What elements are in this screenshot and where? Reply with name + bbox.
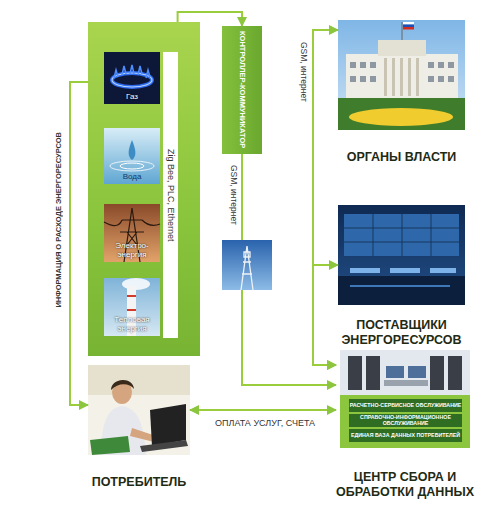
service-bar: ЕДИНАЯ БАЗА ДАННЫХ ПОТРЕБИТЕЛЕЙ <box>349 429 462 442</box>
flag-red <box>403 27 414 30</box>
room <box>338 205 465 305</box>
flag-pole <box>402 22 403 40</box>
sky <box>338 20 465 130</box>
flag-white <box>403 22 414 25</box>
photo-box: ЦЕНТР СБОРА И ОБРАБОТКИ ДАННЫХ РАСЧЕТНО-С… <box>336 350 474 500</box>
node-text: КОНТРОЛЛЕР-КОММУНИКАТОР <box>238 31 247 148</box>
photo-box: ПОТРЕБИТЕЛЬ <box>88 365 190 490</box>
monitors <box>386 366 426 378</box>
meter-panel: ГазВодаЭлектро- энергияТепловая энергия Z… <box>88 22 200 356</box>
video-wall-grid <box>344 214 459 256</box>
desk-light <box>350 285 450 287</box>
photo-box: ОРГАНЫ ВЛАСТИ <box>338 20 465 165</box>
wall <box>88 365 190 395</box>
laptop-screen <box>150 404 186 446</box>
node-text: ЕДИНАЯ БАЗА ДАННЫХ ПОТРЕБИТЕЛЕЙ <box>351 433 460 439</box>
government-building-photo <box>338 20 465 130</box>
connector-line <box>190 409 336 411</box>
shirt <box>100 406 146 455</box>
node-text: ЦЕНТР СБОРА И ОБРАБОТКИ ДАННЫХ <box>336 470 474 500</box>
connector-line <box>70 82 88 405</box>
room <box>88 365 190 455</box>
node-text: ОРГАНЫ ВЛАСТИ <box>347 150 457 165</box>
node-text: Zig Bee, PLC, Ethernet <box>166 149 176 242</box>
monitors <box>350 268 456 273</box>
control-room-photo <box>338 205 465 305</box>
connector-line <box>313 30 338 365</box>
building-attic <box>378 40 426 56</box>
connector-line <box>313 265 338 365</box>
edge-label: GSM, интернет <box>299 42 309 102</box>
desks <box>338 276 465 305</box>
meter-tile: Газ <box>104 52 160 104</box>
desk <box>384 380 428 386</box>
edge-label: GSM, интернет <box>229 165 239 225</box>
background <box>222 240 272 290</box>
building-wing <box>346 54 458 100</box>
video-wall <box>344 214 459 256</box>
lawn <box>338 98 465 130</box>
meter-tile: Тепловая энергия <box>104 278 160 336</box>
node-text: Газ <box>104 92 160 101</box>
laptop-base <box>140 440 188 452</box>
arm <box>130 428 156 442</box>
node-text: СПРАВОЧНО-ИНФОРМАЦИОННОЕ ОБСЛУЖИВАНИЕ <box>349 415 462 426</box>
photo-box: ПОСТАВЩИКИ ЭНЕРГОРЕСУРСОВ <box>338 205 465 348</box>
network-bar: Zig Bee, PLC, Ethernet <box>163 52 178 338</box>
node-text: Вода <box>104 172 160 181</box>
edge-label: ОПЛАТА УСЛУГ, СЧЕТА <box>215 418 315 428</box>
head <box>112 380 132 404</box>
flag-blue <box>403 25 414 28</box>
service-block <box>340 395 470 448</box>
node-text: ПОСТАВЩИКИ ЭНЕРГОРЕСУРСОВ <box>338 318 465 348</box>
columns <box>384 58 419 96</box>
edge-label: ИНФОРМАЦИЯ О РАСХОДЕ ЭНЕРГОРЕСУРСОВ <box>54 132 63 308</box>
server-racks <box>348 356 462 390</box>
server-room-photo <box>340 350 470 448</box>
book <box>90 436 130 455</box>
node-text: РАСЧЕТНО-СЕРВИСНОЕ ОБСЛУЖИВАНИЕ <box>350 403 462 409</box>
cell-tower-photo <box>222 240 272 290</box>
server-room <box>340 350 470 396</box>
meter-tile: Электро- энергия <box>104 204 160 262</box>
flower-bed <box>349 108 453 126</box>
node-text: Тепловая энергия <box>104 315 160 333</box>
connector-line <box>242 154 336 385</box>
controller-box: КОНТРОЛЛЕР-КОММУНИКАТОР <box>222 26 262 154</box>
node-text: ПОТРЕБИТЕЛЬ <box>92 475 187 490</box>
meter-tile: Вода <box>104 128 160 184</box>
antenna-mast <box>241 246 253 290</box>
windows <box>350 62 454 82</box>
hair <box>111 380 134 390</box>
node-text: Электро- энергия <box>104 241 160 259</box>
service-bar: СПРАВОЧНО-ИНФОРМАЦИОННОЕ ОБСЛУЖИВАНИЕ <box>349 414 462 427</box>
service-bar: РАСЧЕТНО-СЕРВИСНОЕ ОБСЛУЖИВАНИЕ <box>349 399 462 412</box>
consumer-photo <box>88 365 190 455</box>
